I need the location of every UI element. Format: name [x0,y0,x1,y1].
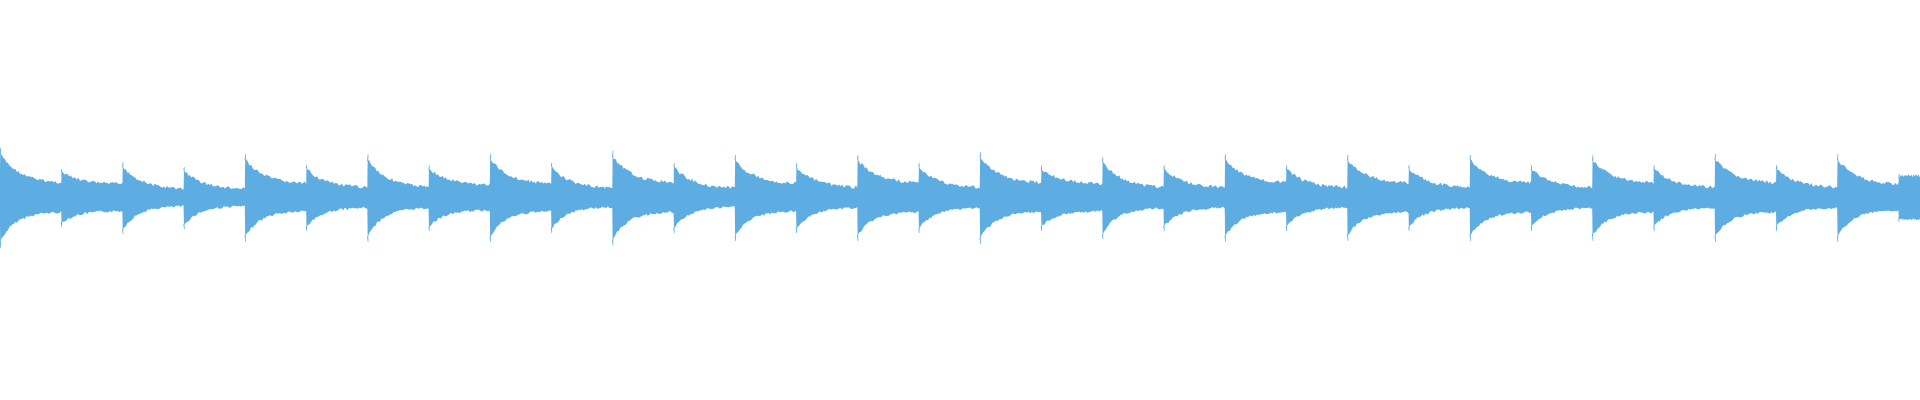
waveform-beat-segment [918,162,981,234]
waveform-beat-segment [305,164,368,232]
waveform-beat-segment [1653,164,1716,232]
waveform-beat-segment [1102,156,1164,240]
waveform-beat-segment [1837,153,1899,243]
waveform-beat-segment [550,162,613,234]
waveform-beat-segment [1469,154,1532,242]
waveform-beat-segment [60,168,123,228]
waveform-beat-segment [1714,153,1777,243]
waveform-beat-segment [1898,173,1920,223]
waveform-beat-segment [489,153,552,243]
waveform-beat-segment [428,164,491,232]
waveform-beat-segment [857,154,919,242]
waveform-beat-segment [1592,154,1654,242]
waveform-beat-segment [1530,164,1593,232]
waveform-group [0,147,1920,249]
waveform-beat-segment [1040,164,1103,232]
waveform-beat-segment [367,153,430,243]
waveform-beat-segment [1224,153,1287,243]
waveform-beat-segment [0,147,62,249]
waveform-beat-segment [1408,164,1471,232]
waveform-beat-segment [979,151,1042,245]
waveform-beat-segment [795,162,858,234]
waveform-beat-segment [122,161,185,235]
waveform-beat-segment [1347,154,1409,242]
waveform-beat-segment [1163,164,1226,232]
waveform-beat-segment [1285,164,1348,232]
waveform-beat-segment [1775,164,1838,232]
waveform-beat-segment [673,162,736,234]
waveform-beat-segment [244,153,307,243]
waveform-beat-segment [734,154,797,242]
waveform-beat-segment [183,166,246,230]
waveform-beat-segment [612,150,674,246]
